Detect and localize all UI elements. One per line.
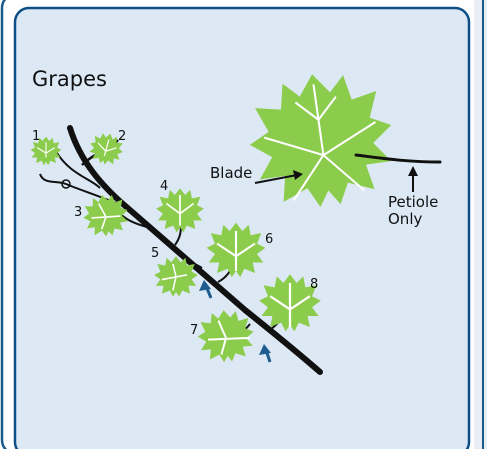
leaf-number-8: 8: [310, 277, 318, 292]
leaf-number-5: 5: [151, 246, 159, 261]
leaf-number-1: 1: [32, 129, 40, 144]
blade-label: Blade: [210, 164, 252, 182]
leaf-number-7: 7: [190, 323, 198, 338]
leaf-number-2: 2: [118, 129, 126, 144]
leaf-number-4: 4: [160, 179, 168, 194]
leaf-number-6: 6: [265, 232, 273, 247]
petiole-label-line2: Only: [388, 210, 422, 228]
leaf-number-3: 3: [74, 205, 82, 220]
petiole-label-line1: Petiole: [388, 193, 438, 211]
scrollbar-track[interactable]: [474, 0, 487, 449]
diagram-title: Grapes: [32, 67, 107, 91]
